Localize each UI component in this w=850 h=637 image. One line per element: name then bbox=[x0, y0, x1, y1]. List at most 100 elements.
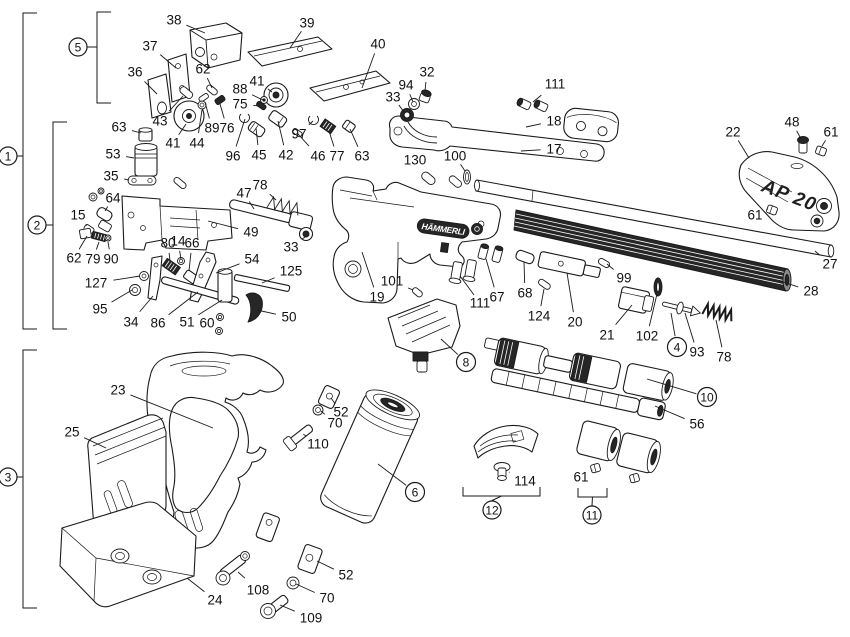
part-oring-100 bbox=[463, 169, 471, 185]
part-screw-109 bbox=[260, 594, 289, 619]
callout-66: 66 bbox=[184, 236, 200, 272]
part-screws-111-top bbox=[516, 97, 549, 113]
svg-text:68: 68 bbox=[517, 286, 532, 301]
callout-108: 108 bbox=[237, 571, 270, 598]
callout-96: 96 bbox=[225, 118, 246, 164]
svg-text:41: 41 bbox=[165, 136, 180, 151]
callout-99: 99 bbox=[606, 263, 632, 286]
svg-text:109: 109 bbox=[300, 611, 323, 626]
svg-text:125: 125 bbox=[280, 264, 303, 279]
svg-text:78: 78 bbox=[252, 178, 267, 193]
callout-60: 60 bbox=[199, 316, 220, 331]
svg-text:108: 108 bbox=[247, 583, 270, 598]
callout-52: 52 bbox=[316, 560, 354, 583]
callout-75: 75 bbox=[232, 97, 260, 112]
svg-text:6: 6 bbox=[412, 486, 419, 500]
svg-text:40: 40 bbox=[370, 37, 385, 52]
callout-34: 34 bbox=[123, 295, 154, 330]
svg-text:49: 49 bbox=[243, 225, 258, 240]
part-washer-94 bbox=[408, 98, 420, 110]
svg-text:64: 64 bbox=[105, 191, 121, 206]
callout-94: 94 bbox=[398, 78, 414, 103]
svg-text:41: 41 bbox=[249, 74, 264, 89]
callout-14: 14 bbox=[170, 234, 186, 260]
part-pin-75 bbox=[256, 101, 267, 111]
part-studs-67 bbox=[477, 243, 504, 263]
part-washer-70-top bbox=[312, 404, 324, 416]
svg-text:56: 56 bbox=[689, 417, 704, 432]
svg-text:78: 78 bbox=[716, 350, 731, 365]
part-sleeve-small bbox=[255, 512, 280, 543]
svg-text:67: 67 bbox=[489, 290, 504, 305]
callout-64: 64 bbox=[104, 191, 121, 212]
svg-text:114: 114 bbox=[514, 474, 536, 489]
callout-56: 56 bbox=[654, 405, 705, 432]
svg-text:88: 88 bbox=[232, 82, 247, 97]
callout-62: 62 bbox=[66, 235, 88, 266]
part-screws-60 bbox=[215, 313, 224, 335]
part-ball-88 bbox=[260, 96, 268, 104]
svg-text:34: 34 bbox=[123, 315, 139, 330]
part-rollers-11 bbox=[576, 420, 661, 474]
callout-89: 89 bbox=[204, 101, 220, 136]
svg-text:77: 77 bbox=[329, 149, 344, 164]
part-rod-47 bbox=[229, 199, 314, 231]
svg-text:52: 52 bbox=[333, 405, 348, 420]
part-washer-70-bottom bbox=[286, 576, 300, 590]
part-bearing-41 bbox=[263, 82, 289, 108]
part-nut-33 bbox=[298, 226, 314, 242]
part-nut-95 bbox=[129, 284, 141, 296]
svg-text:5: 5 bbox=[75, 41, 82, 55]
part-trigger-housing bbox=[121, 195, 233, 251]
svg-text:110: 110 bbox=[307, 437, 329, 452]
part-frame-19: HÄMMERLI bbox=[331, 176, 502, 304]
svg-text:102: 102 bbox=[636, 329, 659, 344]
part-spring-78-top bbox=[266, 195, 299, 216]
part-spring-77 bbox=[319, 118, 337, 135]
svg-text:53: 53 bbox=[105, 147, 120, 162]
svg-text:90: 90 bbox=[103, 252, 118, 267]
svg-text:63: 63 bbox=[111, 120, 126, 135]
callout-88: 88 bbox=[232, 82, 264, 101]
part-roller-64 bbox=[96, 207, 113, 222]
svg-text:96: 96 bbox=[225, 149, 240, 164]
part-nut-21 bbox=[618, 286, 655, 314]
callout-22: 22 bbox=[725, 125, 750, 159]
callout-78: 78 bbox=[715, 319, 732, 365]
callout-86: 86 bbox=[150, 291, 199, 331]
part-link-35 bbox=[127, 175, 157, 186]
callout-110: 110 bbox=[303, 433, 329, 452]
svg-text:33: 33 bbox=[385, 90, 400, 105]
callout-40: 40 bbox=[361, 37, 386, 89]
callout-33: 33 bbox=[283, 236, 306, 255]
circled-callout-8: 8 bbox=[440, 338, 477, 373]
part-circlip-97 bbox=[308, 115, 319, 125]
callout-44: 44 bbox=[189, 109, 205, 151]
svg-text:61: 61 bbox=[823, 125, 838, 140]
callout-114: 114 bbox=[508, 471, 536, 489]
part-pin-68 bbox=[515, 249, 535, 265]
callout-52: 52 bbox=[330, 397, 349, 420]
part-washer-90 bbox=[104, 234, 112, 242]
callout-130: 130 bbox=[404, 153, 427, 175]
part-screw-108 bbox=[215, 551, 250, 586]
svg-text:127: 127 bbox=[85, 276, 108, 291]
callout-125: 125 bbox=[261, 264, 303, 284]
part-rear-block-18 bbox=[563, 107, 619, 143]
svg-text:18: 18 bbox=[546, 114, 561, 129]
callout-77: 77 bbox=[328, 130, 345, 164]
callout-78: 78 bbox=[252, 178, 277, 201]
part-tube-20 bbox=[537, 251, 601, 278]
svg-text:39: 39 bbox=[299, 16, 314, 31]
callout-36: 36 bbox=[127, 65, 158, 95]
svg-text:10: 10 bbox=[700, 391, 714, 405]
group-bracket-12: 12 bbox=[462, 487, 541, 520]
svg-text:80: 80 bbox=[160, 236, 175, 251]
svg-text:21: 21 bbox=[599, 328, 614, 343]
svg-text:100: 100 bbox=[444, 149, 467, 164]
part-pin-near-35 bbox=[173, 176, 187, 190]
svg-text:44: 44 bbox=[189, 136, 205, 151]
svg-text:17: 17 bbox=[546, 142, 561, 157]
part-blade-34 bbox=[147, 255, 163, 301]
